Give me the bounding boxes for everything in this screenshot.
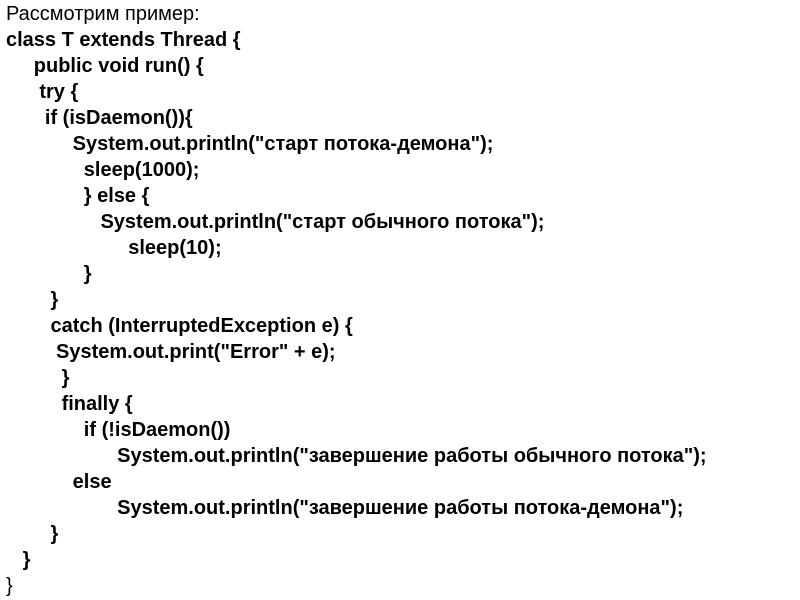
code-line-println-daemon-start: System.out.println("старт потока-демона"… xyxy=(6,133,494,155)
code-line-println-normal-start: System.out.println("старт обычного поток… xyxy=(6,211,545,233)
code-line-if-daemon: if (isDaemon()){ xyxy=(6,107,193,129)
code-line-sleep-1000: sleep(1000); xyxy=(6,159,200,181)
code-line-try: try { xyxy=(6,81,79,103)
code-line-println-normal-end: System.out.println("завершение работы об… xyxy=(6,445,707,467)
code-line-close-class: } xyxy=(6,575,13,597)
code-line-close-run: } xyxy=(6,549,31,571)
code-line-else: } else { xyxy=(6,185,150,207)
code-line-println-daemon-end: System.out.println("завершение работы по… xyxy=(6,497,684,519)
code-line-close-finally: } xyxy=(6,523,59,545)
code-line-close-try: } xyxy=(6,289,59,311)
code-line-print-error: System.out.print("Error" + e); xyxy=(6,341,336,363)
code-line-else-2: else xyxy=(6,471,112,493)
code-line-sleep-10: sleep(10); xyxy=(6,237,222,259)
code-line-finally: finally { xyxy=(6,393,133,415)
code-line-if-not-daemon: if (!isDaemon()) xyxy=(6,419,231,441)
code-line-catch: catch (InterruptedException e) { xyxy=(6,315,353,337)
code-line-run-method: public void run() { xyxy=(6,55,204,77)
code-line-close-else: } xyxy=(6,263,92,285)
intro-text: Рассмотрим пример: xyxy=(6,3,200,25)
code-line-close-catch: } xyxy=(6,367,70,389)
code-line-class-decl: class T extends Thread { xyxy=(6,29,241,51)
